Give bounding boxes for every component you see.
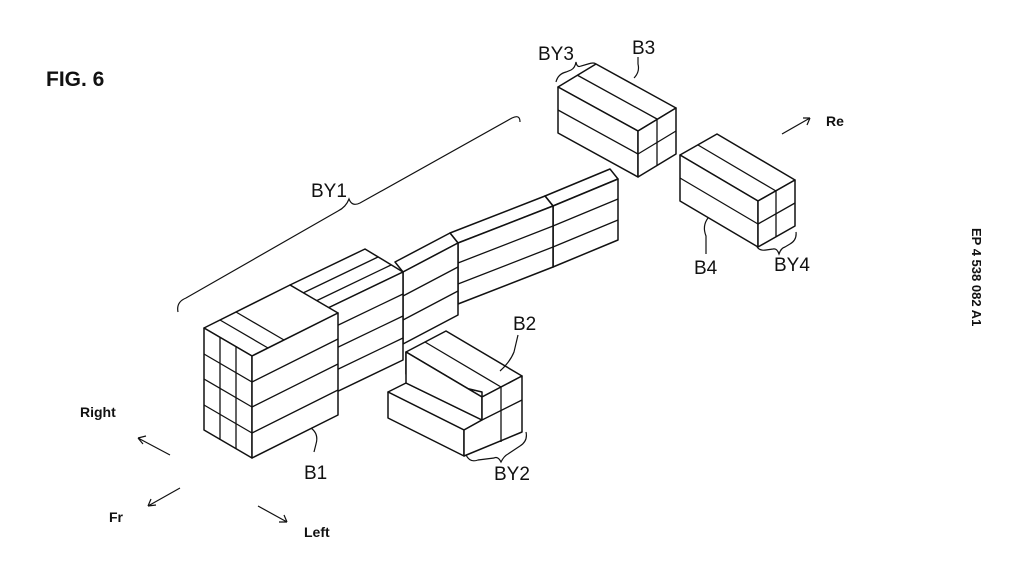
block-b3 — [557, 63, 677, 178]
label-b3: B3 — [632, 38, 655, 59]
label-by2: BY2 — [494, 464, 530, 485]
block-by1-segment-2 — [394, 232, 459, 345]
leader-b2 — [499, 334, 519, 372]
leader-b4 — [703, 217, 709, 254]
arrow-rear-icon — [781, 117, 811, 135]
block-b2 — [387, 330, 523, 457]
arrow-right-icon — [137, 435, 171, 456]
label-by4: BY4 — [774, 255, 810, 276]
label-b4: B4 — [694, 258, 718, 279]
arrow-front-icon — [147, 487, 181, 507]
label-by1: BY1 — [311, 181, 347, 202]
block-b1 — [203, 284, 339, 459]
figure-title: FIG. 6 — [46, 68, 104, 91]
direction-left-label: Left — [304, 524, 330, 540]
brace-by3 — [555, 61, 597, 83]
label-by3: BY3 — [538, 44, 574, 65]
block-b4 — [679, 133, 796, 248]
arrow-left-icon — [257, 505, 288, 523]
leader-b3 — [633, 57, 640, 79]
brace-by2 — [465, 431, 527, 464]
brace-by4 — [756, 231, 797, 256]
direction-front-label: Fr — [109, 509, 124, 525]
brace-by1 — [177, 116, 521, 313]
label-b1: B1 — [304, 463, 327, 484]
direction-rear-label: Re — [826, 113, 844, 129]
leader-b1 — [310, 427, 318, 453]
block-by1-segment-4 — [544, 168, 619, 268]
publication-number: EP 4 538 082 A1 — [969, 228, 984, 326]
direction-right-label: Right — [80, 404, 116, 420]
label-b2: B2 — [513, 314, 536, 335]
block-by1-segment-3 — [449, 195, 554, 305]
